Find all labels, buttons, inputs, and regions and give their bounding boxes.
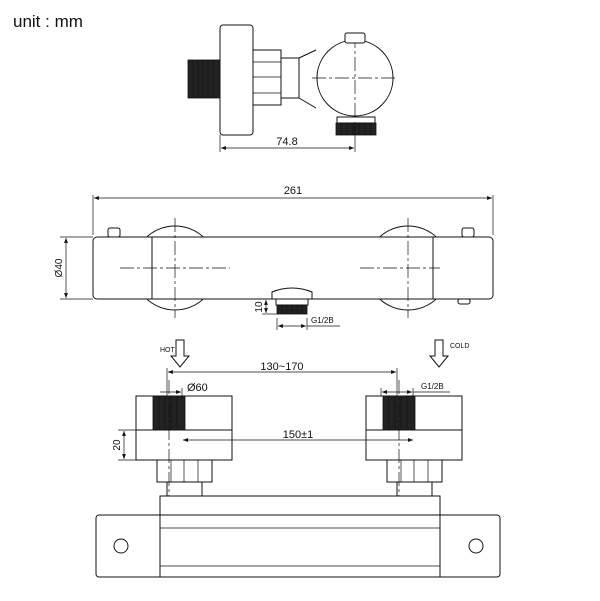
bottom-view: HOT COLD 130~170 Ø60 G1/2B <box>95 339 501 578</box>
dim-inlet-thread-label: G1/2B <box>421 382 444 391</box>
cold-arrow-icon <box>428 339 450 368</box>
left-end-hole <box>113 538 129 554</box>
bottom-body-bar <box>95 514 501 578</box>
right-end-hole <box>468 538 484 554</box>
unit-label: unit : mm <box>13 12 83 31</box>
cold-label: COLD <box>450 343 469 350</box>
dim-body-diameter-label: Ø40 <box>54 258 65 277</box>
dim-outlet-length-label: 10 <box>254 301 265 313</box>
left-hex-nut <box>156 459 213 483</box>
right-cover-bottom <box>365 429 463 461</box>
dim-depth-label: 74.8 <box>276 136 297 148</box>
dim-outlet-thread-label: G1/2B <box>311 316 334 325</box>
front-view: 261 Ø40 10 <box>54 185 494 330</box>
right-hex-nut <box>386 459 443 483</box>
top-hex-nut <box>252 49 282 106</box>
left-cover-bottom <box>135 429 233 461</box>
dim-center-distance-label: 150±1 <box>283 429 314 441</box>
top-cover-flange <box>219 24 254 136</box>
dim-cover-height-label: 20 <box>112 439 123 451</box>
hot-label: HOT <box>160 347 176 354</box>
dim-inlet-spacing-label: 130~170 <box>260 361 303 373</box>
hot-arrow-icon <box>169 339 191 368</box>
top-outlet-thread <box>335 122 377 136</box>
top-view: 74.8 <box>187 24 398 152</box>
dim-total-length-label: 261 <box>284 185 302 197</box>
dim-cover-diameter-label: Ø60 <box>187 382 208 394</box>
